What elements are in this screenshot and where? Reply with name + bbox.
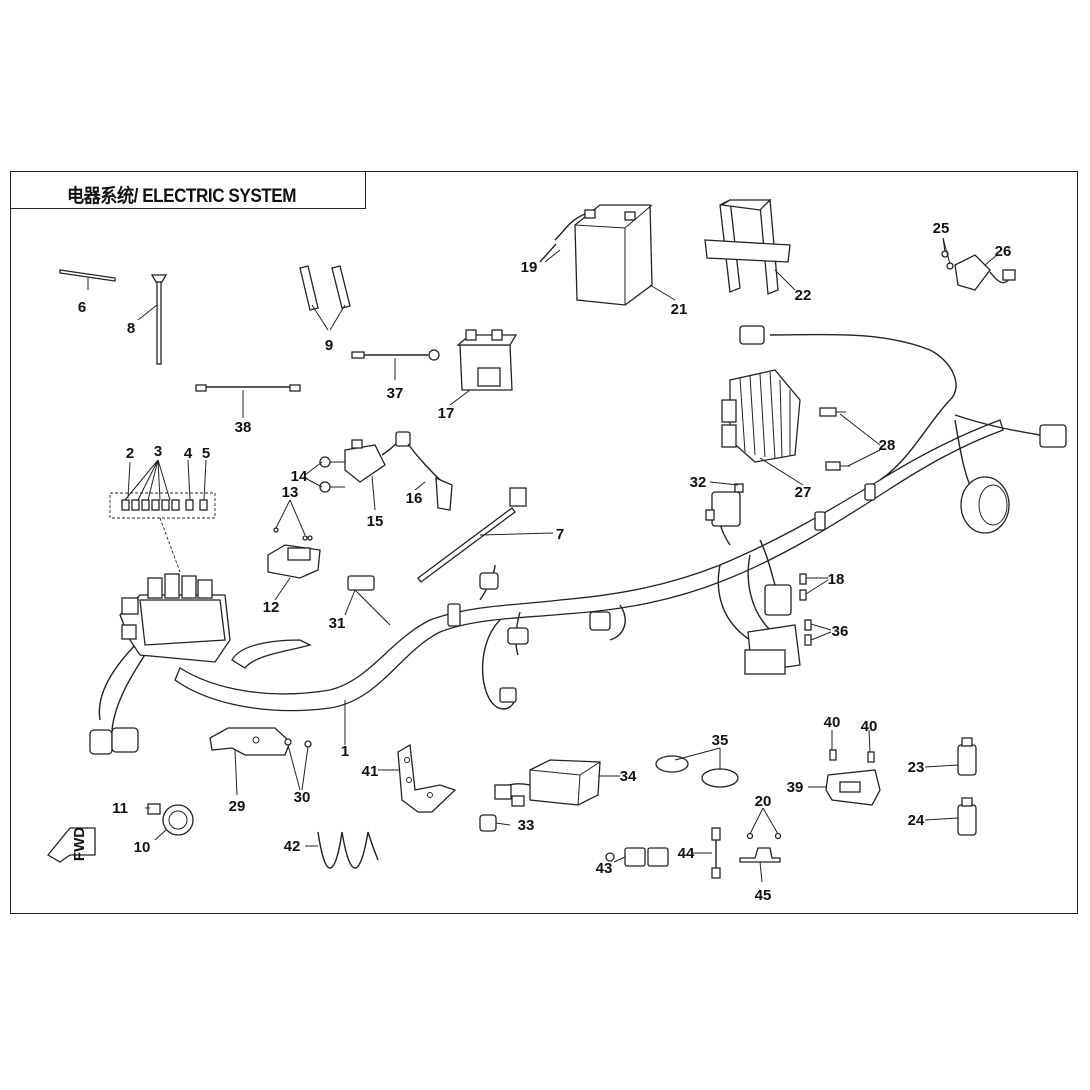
- fuse-holder-36: [744, 619, 812, 675]
- callout-22: 22: [795, 287, 812, 304]
- callout-15: 15: [367, 513, 384, 530]
- callout-41: 41: [362, 763, 379, 780]
- screw-13: [307, 535, 313, 541]
- switch-23: [957, 737, 977, 776]
- callout-34: 34: [620, 768, 637, 785]
- callout-19: 19: [521, 259, 538, 276]
- callout-42: 42: [284, 838, 301, 855]
- callout-39: 39: [787, 779, 804, 796]
- callout-2: 2: [126, 445, 134, 462]
- callout-18: 18: [828, 571, 845, 588]
- callout-11: 11: [112, 800, 128, 817]
- callout-17: 17: [438, 405, 455, 422]
- starter-relay: [456, 329, 518, 391]
- fwd-label: FWD: [71, 827, 88, 861]
- wave-spring: [317, 831, 379, 869]
- callout-44: 44: [678, 845, 695, 862]
- callout-12: 12: [263, 599, 280, 616]
- callout-32: 32: [690, 474, 707, 491]
- leader-lines: [87, 237, 998, 883]
- relay-pair-43: [605, 847, 669, 867]
- relay-32: [705, 483, 744, 527]
- callout-23: 23: [908, 759, 925, 776]
- throttle-sensor: [344, 439, 401, 483]
- battery-lead-19: [539, 243, 557, 263]
- callout-14: 14: [291, 468, 308, 485]
- callout-16: 16: [406, 490, 423, 507]
- voltage-regulator: [721, 369, 801, 463]
- flasher-39: [825, 749, 881, 806]
- callout-labels: 6 8 9 37 38 17 2 3 4 5 13 14 15 16 12 7 …: [78, 220, 1012, 904]
- callout-38: 38: [235, 419, 252, 436]
- screws-14: [319, 456, 345, 493]
- main-wire-harness: [89, 325, 1067, 755]
- bracket-45: [739, 832, 782, 863]
- callout-4: 4: [184, 445, 193, 462]
- switch-24: [957, 797, 977, 836]
- spark-plug-cap: [395, 431, 453, 511]
- inline-fuse-44: [711, 827, 721, 879]
- callout-28: 28: [879, 437, 896, 454]
- bracket-29: [209, 727, 312, 756]
- callout-21: 21: [671, 301, 688, 318]
- ecu-module: [267, 527, 321, 579]
- callout-26: 26: [995, 243, 1012, 260]
- mounting-bolts: [819, 407, 850, 471]
- callout-24: 24: [908, 812, 925, 829]
- callout-36: 36: [832, 623, 849, 640]
- cable-strap: [59, 269, 116, 282]
- horn: [147, 803, 194, 836]
- callout-35: 35: [712, 732, 729, 749]
- callout-7: 7: [556, 526, 564, 543]
- callout-30: 30: [294, 789, 311, 806]
- callout-31: 31: [329, 615, 346, 632]
- page-title: 电器系统/ ELECTRIC SYSTEM: [67, 186, 297, 207]
- callout-1: 1: [341, 743, 349, 760]
- battery: [554, 204, 653, 306]
- battery-cable: [195, 384, 301, 392]
- callout-25: 25: [933, 220, 950, 237]
- callout-10: 10: [134, 839, 151, 856]
- callout-8: 8: [127, 320, 135, 337]
- cable-tie: [150, 274, 168, 365]
- callout-33: 33: [518, 817, 535, 834]
- callout-5: 5: [202, 445, 210, 462]
- callout-45: 45: [755, 887, 772, 904]
- connector-33: [479, 814, 497, 832]
- callout-43: 43: [596, 860, 613, 877]
- bracket-41: [397, 743, 457, 813]
- fuse-box: [119, 573, 231, 663]
- fuse-set: [109, 492, 216, 573]
- callout-13: 13: [282, 484, 299, 501]
- diagram-frame: [10, 171, 1078, 914]
- callout-20: 20: [755, 793, 772, 810]
- title-box: 电器系统/ ELECTRIC SYSTEM: [10, 171, 366, 209]
- callout-27: 27: [795, 484, 812, 501]
- harness-clip: [347, 575, 375, 591]
- long-cable-tie: [417, 487, 527, 583]
- ground-cable: [351, 349, 440, 361]
- callout-40a: 40: [824, 714, 841, 731]
- callout-6: 6: [78, 299, 86, 316]
- callout-29: 29: [229, 798, 246, 815]
- battery-holder: [704, 198, 791, 295]
- callout-37: 37: [387, 385, 404, 402]
- callout-9: 9: [325, 337, 333, 354]
- callout-40b: 40: [861, 718, 878, 735]
- speed-sensor: [941, 250, 1016, 291]
- relay-18: [764, 573, 807, 616]
- tape-rolls: [655, 755, 739, 788]
- control-module-34: [494, 759, 601, 807]
- callout-3: 3: [154, 443, 162, 460]
- fwd-arrow: FWD: [47, 827, 96, 863]
- foam-strips: [299, 265, 351, 311]
